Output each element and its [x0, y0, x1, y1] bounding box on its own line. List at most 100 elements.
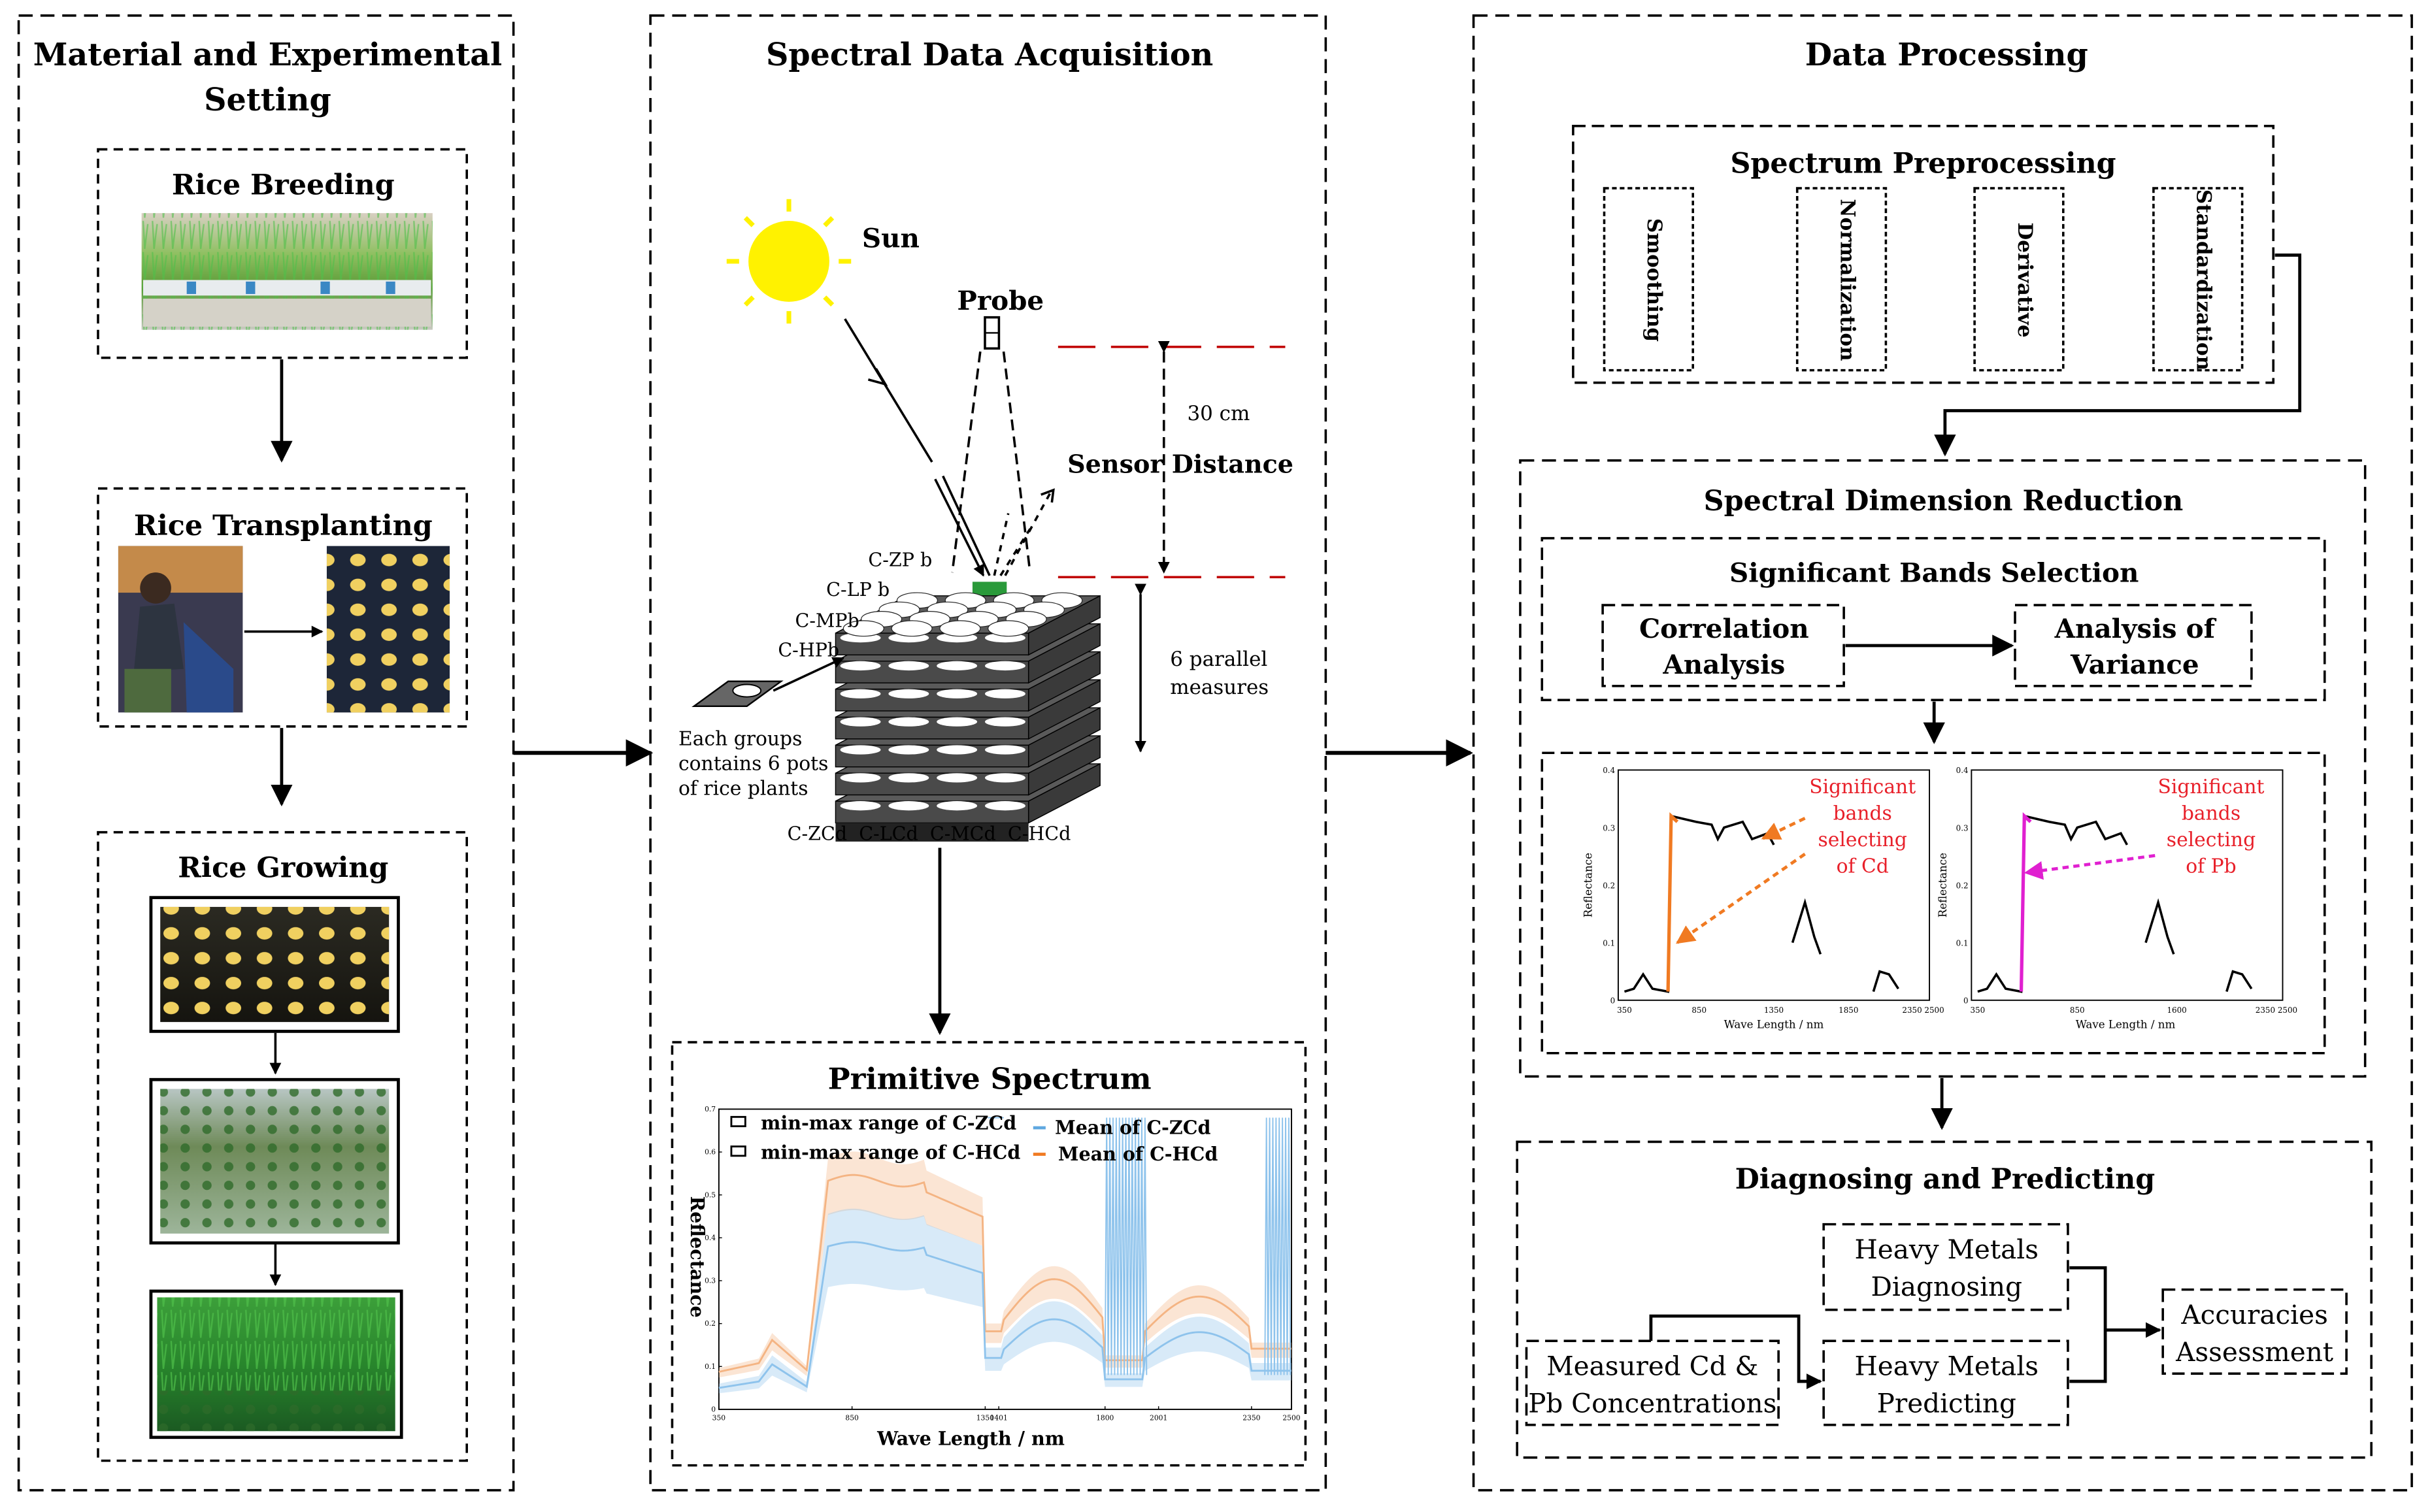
anova-line1: Analysis of — [2054, 613, 2217, 644]
pot — [937, 801, 978, 811]
sun-rays — [844, 318, 1055, 577]
hm-diagnosing-line2: Diagnosing — [1871, 1271, 2022, 1302]
pot-cube — [835, 592, 1101, 842]
pot — [984, 801, 1025, 811]
breeding-box — [97, 148, 468, 359]
pot-top — [842, 620, 884, 637]
mini-spectrum-line — [1977, 814, 2128, 993]
mini-pointer-arrow — [1761, 817, 1806, 840]
pb-mini-xlabel: Wave Length / nm — [2076, 1019, 2176, 1031]
preprocessing-methods — [1603, 187, 2244, 372]
measured-line2: Pb Concentrations — [1528, 1388, 1776, 1419]
x-tick-label: 1350 — [976, 1414, 994, 1422]
hm-predicting-line1: Heavy Metals — [1855, 1351, 2039, 1382]
pot — [888, 717, 929, 727]
mini-x-tick-label: 2350 2500 — [1902, 1006, 1944, 1015]
transplanting-box — [97, 487, 468, 728]
diagnosing-connectors — [1649, 1266, 2161, 1389]
method-derivative: Derivative — [2013, 222, 2037, 337]
diagnosing-box — [1516, 1140, 2373, 1459]
mini-y-tick-label: 0.4 — [1603, 766, 1615, 775]
pb-mini-ylabel: Reflectance — [1937, 853, 1949, 917]
pb-label-z: C-ZP b — [868, 549, 932, 571]
pot — [937, 689, 978, 698]
hcd-range-band — [718, 1151, 1291, 1378]
reduction-title: Spectral Dimension Reduction — [1704, 485, 2184, 518]
zcd-range-band — [718, 1208, 1291, 1394]
cd-note-3: selecting — [1818, 829, 1907, 851]
pb-label-l: C-LP b — [826, 578, 890, 600]
sun-icon — [726, 199, 852, 324]
pot-top — [891, 620, 933, 637]
diagnosing-title: Diagnosing and Predicting — [1735, 1163, 2156, 1196]
cd-labels: C-ZCd C-LCd C-MCd C-HCd — [788, 823, 1071, 845]
cd-note-1: Significant — [1809, 776, 1916, 798]
transplanting-label: Rice Transplanting — [134, 510, 433, 542]
noise-spikes — [1264, 1117, 1291, 1375]
cd-note-4: of Cd — [1837, 855, 1889, 878]
anova-box — [2014, 604, 2253, 687]
distance-value: 30 cm — [1187, 402, 1250, 425]
pot — [840, 745, 881, 755]
x-tick-label: 2500 — [1282, 1414, 1300, 1422]
hm-predicting-line2: Predicting — [1877, 1388, 2016, 1419]
sun-label: Sun — [862, 223, 920, 254]
selection-title: Significant Bands Selection — [1729, 557, 2139, 588]
growing-photo-1 — [149, 896, 400, 1033]
mini-y-tick-label: 0.1 — [1603, 938, 1615, 947]
y-tick-label: 0.1 — [705, 1362, 716, 1371]
mini-x-tick-label: 1850 — [1839, 1006, 1858, 1015]
mini-x-tick-label: 1350 — [1764, 1006, 1784, 1015]
mini-y-tick-label: 0.1 — [1956, 938, 1969, 947]
groups-line1: Each groups — [678, 727, 802, 750]
mini-x-tick-label: 850 — [2070, 1006, 2085, 1015]
legend-hcd-range: min-max range of C-HCd — [761, 1142, 1020, 1164]
pb-note-2: bands — [2182, 802, 2240, 825]
legend-zcd-range: min-max range of C-ZCd — [761, 1111, 1016, 1134]
pot — [937, 661, 978, 671]
x-tick-label: 1800 — [1096, 1414, 1114, 1422]
legend-hcd-mean: Mean of C-HCd — [1058, 1143, 1218, 1165]
transplanting-photo-tray — [326, 546, 450, 713]
pot — [937, 773, 978, 783]
mini-highlight-band — [1666, 812, 1679, 992]
cd-mini-xlabel: Wave Length / nm — [1724, 1019, 1824, 1031]
growing-photo-3 — [149, 1289, 403, 1439]
y-tick-label: 0.7 — [705, 1105, 716, 1113]
preprocessing-box — [1572, 125, 2274, 384]
mini-spectrum-line — [1624, 814, 1775, 993]
hm-predicting-box — [1822, 1339, 2069, 1426]
mini-pointer-arrow — [1676, 853, 1806, 944]
mini-highlight-band — [2019, 812, 2032, 992]
pot — [937, 717, 978, 727]
zcd-mean-line — [718, 1241, 1291, 1389]
growing-box — [97, 830, 468, 1462]
growing-label: Rice Growing — [178, 852, 388, 885]
mini-x-tick-label: 350 — [1971, 1006, 1986, 1015]
parallel-line1: 6 parallel — [1170, 648, 1267, 671]
groups-line2: contains 6 pots — [678, 752, 828, 775]
mini-y-tick-label: 0.3 — [1956, 823, 1969, 832]
cd-note-2: bands — [1833, 802, 1892, 825]
transplanting-photo-person — [118, 546, 243, 713]
mini-spectrum-line-2 — [1791, 898, 1822, 955]
x-tick-label: 2001 — [1150, 1414, 1167, 1422]
y-tick-label: 0.3 — [705, 1277, 716, 1285]
pot — [888, 661, 929, 671]
anova-line2: Variance — [2070, 649, 2199, 680]
mini-pointer-arrow — [2024, 854, 2156, 880]
arrow-preprocessing-to-reduction — [1934, 254, 2302, 457]
pb-label-h: C-HPb — [778, 639, 839, 661]
primitive-xlabel: Wave Length / nm — [876, 1428, 1065, 1450]
pot — [840, 717, 881, 727]
material-title-line1: Material and Experimental — [33, 37, 502, 73]
mini-y-tick-label: 0 — [1963, 996, 1969, 1006]
x-tick-label: 850 — [845, 1414, 859, 1422]
material-title-line2: Setting — [204, 82, 331, 118]
preprocessing-title: Spectrum Preprocessing — [1730, 147, 2116, 180]
mini-spectrum-line-3 — [1872, 970, 1899, 993]
pot-top — [939, 620, 981, 637]
